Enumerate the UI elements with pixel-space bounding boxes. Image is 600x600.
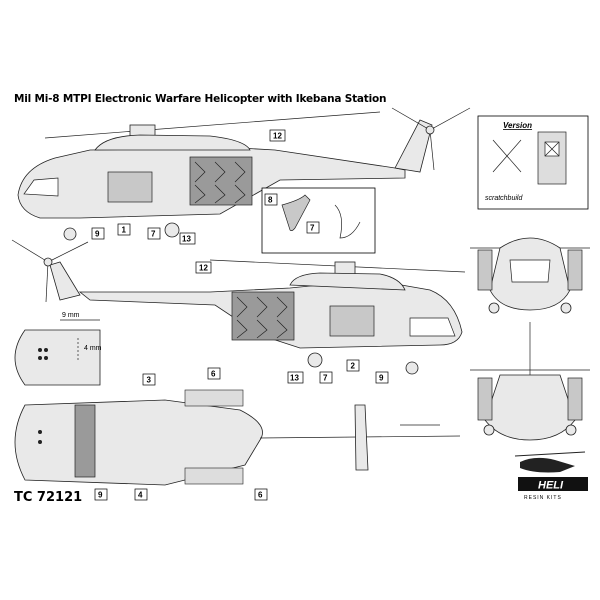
rear-right-antenna xyxy=(567,377,583,421)
front-left-wheel xyxy=(488,302,500,314)
side-view-left-facing: 12 9 1 7 13 xyxy=(17,107,471,245)
svg-text:13: 13 xyxy=(290,374,299,383)
callout-12-lower: 12 xyxy=(195,261,212,274)
svg-text:8: 8 xyxy=(268,196,273,205)
svg-text:3: 3 xyxy=(147,376,152,385)
callout-1-top: 1 xyxy=(117,223,131,236)
dimension-height-label: 4 mm xyxy=(84,345,102,352)
cockpit-window xyxy=(23,177,59,197)
callout-8-inset: 8 xyxy=(264,193,278,206)
front-windshield xyxy=(509,259,551,283)
plan-antenna-row-bottom xyxy=(184,467,244,485)
svg-text:2: 2 xyxy=(351,362,356,371)
version-caption: scratchbuild xyxy=(485,195,523,202)
rear-left-antenna xyxy=(477,377,493,421)
logo-subtitle: RESIN KITS xyxy=(524,495,562,501)
main-wheel-2 xyxy=(307,352,323,368)
front-left-antenna xyxy=(477,249,493,291)
svg-text:6: 6 xyxy=(211,370,216,379)
plan-antenna-row-top xyxy=(184,389,244,407)
svg-text:7: 7 xyxy=(151,230,156,239)
antenna-part xyxy=(281,194,311,232)
dimension-width-label: 9 mm xyxy=(62,312,80,319)
svg-text:9: 9 xyxy=(98,491,103,500)
rear-fuselage xyxy=(484,374,576,441)
rear-right-wheel xyxy=(565,424,577,436)
product-code: TC 72121 xyxy=(14,490,83,505)
rear-left-wheel xyxy=(483,424,495,436)
scratchbuild-version-mark xyxy=(492,139,522,173)
rotor-hub-2 xyxy=(334,261,356,275)
ikebana-version-mark xyxy=(537,131,567,185)
svg-text:4: 4 xyxy=(138,491,143,500)
logo-helicopter-silhouette xyxy=(520,457,575,473)
engine-housing xyxy=(94,134,251,151)
callout-7-lower: 7 xyxy=(319,371,333,384)
version-heading: Version xyxy=(503,121,532,130)
side-view-right-facing: 12 2 13 7 9 xyxy=(11,239,466,384)
diagram-title: Mil Mi-8 MTPI Electronic Warfare Helicop… xyxy=(14,93,387,105)
callout-2-lower: 2 xyxy=(346,359,360,372)
detail-inset: 8 7 xyxy=(261,187,376,254)
front-right-antenna xyxy=(567,249,583,291)
svg-text:7: 7 xyxy=(310,224,315,233)
version-box: Version scratchbuild xyxy=(477,115,589,210)
logo-brand-text: HELI xyxy=(538,480,564,492)
tail-fin-2 xyxy=(49,261,81,301)
svg-text:6: 6 xyxy=(258,491,263,500)
cockpit-window-2 xyxy=(409,317,456,337)
svg-text:1: 1 xyxy=(122,226,127,235)
main-rotor-blade xyxy=(44,111,381,139)
nose-dimension-detail: 9 mm 4 mm xyxy=(14,312,102,386)
front-right-wheel xyxy=(560,302,572,314)
svg-text:12: 12 xyxy=(273,132,282,141)
tail-stabilizer-plan xyxy=(354,404,369,471)
cargo-door-panel-2 xyxy=(329,305,375,337)
svg-text:9: 9 xyxy=(95,230,100,239)
front-wheel-2 xyxy=(405,361,419,375)
callout-4-plan: 4 xyxy=(134,488,148,501)
callout-6-plan-top: 6 xyxy=(207,367,221,380)
tail-rotor xyxy=(391,107,471,171)
callout-7-top: 7 xyxy=(147,227,161,240)
callout-6-plan-bottom: 6 xyxy=(254,488,268,501)
svg-text:12: 12 xyxy=(199,264,208,273)
logo-brand-bar xyxy=(518,477,588,491)
heli-logo: HELI RESIN KITS xyxy=(514,451,588,501)
tail-rotor-2 xyxy=(11,239,89,303)
ikebana-antenna-array xyxy=(189,156,253,206)
plan-view: 3 6 9 4 6 xyxy=(14,367,461,501)
plan-antenna-block xyxy=(74,404,96,478)
svg-text:7: 7 xyxy=(323,374,328,383)
callout-12-top: 12 xyxy=(269,129,286,142)
callout-9-lower: 9 xyxy=(375,371,389,384)
callout-3-plan: 3 xyxy=(142,373,156,386)
antenna-detail xyxy=(334,204,361,239)
engine-housing-2 xyxy=(289,272,406,291)
ikebana-antenna-array-2 xyxy=(231,291,295,341)
front-view xyxy=(470,237,590,314)
callout-9-plan: 9 xyxy=(94,488,108,501)
callout-7-inset: 7 xyxy=(306,221,320,234)
svg-text:13: 13 xyxy=(182,235,191,244)
callout-9-top: 9 xyxy=(91,227,105,240)
front-wheel xyxy=(63,227,77,241)
svg-text:9: 9 xyxy=(379,374,384,383)
rear-view xyxy=(470,322,590,441)
tail-fin xyxy=(394,119,433,173)
main-wheel xyxy=(164,222,180,238)
callout-13-lower: 13 xyxy=(287,371,304,384)
cargo-door-panel xyxy=(107,171,153,203)
callout-13-top: 13 xyxy=(179,232,196,245)
